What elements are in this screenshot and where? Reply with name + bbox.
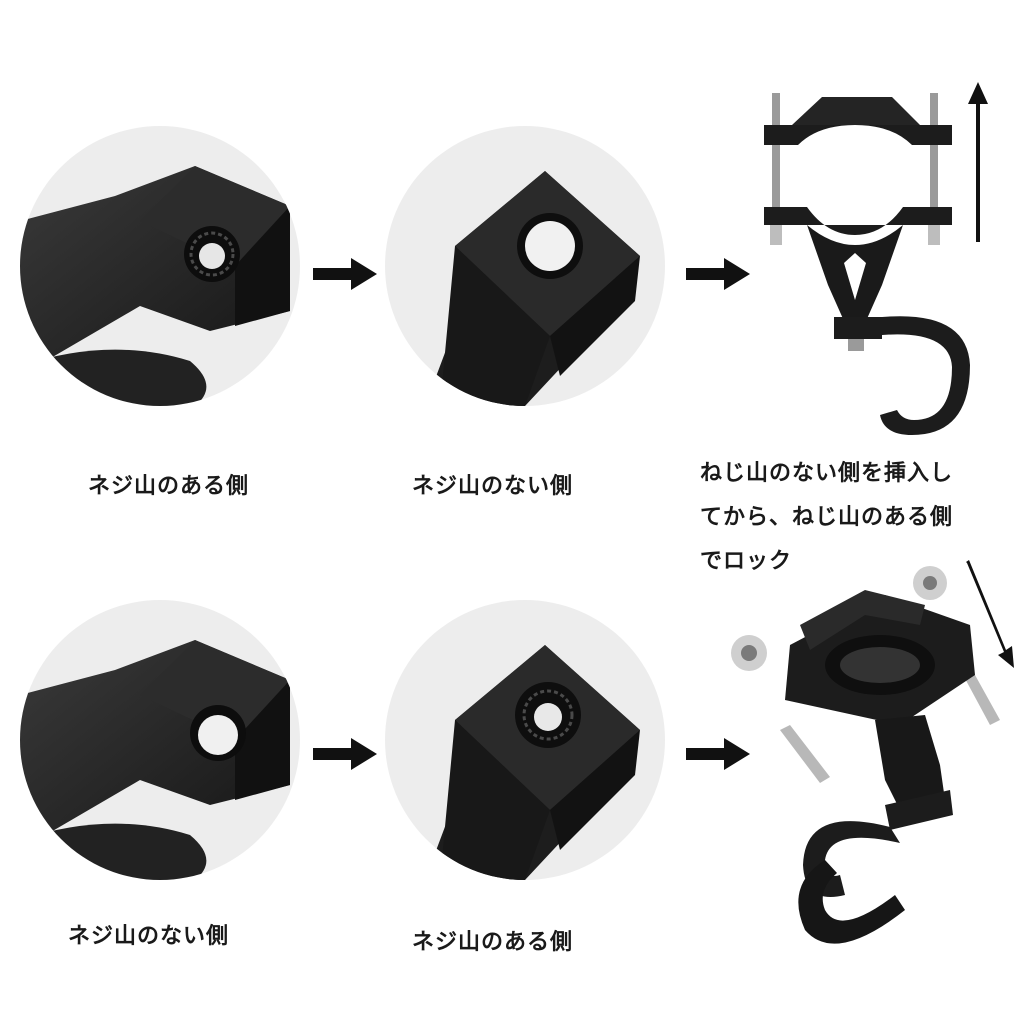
- installation-note-line: でロック: [700, 549, 793, 574]
- photo-unthreaded-side-bottom: [20, 600, 300, 880]
- photo-unthreaded-side-top: [385, 126, 665, 406]
- clamp-hook-assembled-view: [731, 566, 1000, 944]
- photo-threaded-side-top: [20, 126, 300, 406]
- down-right-arrow-icon: [966, 560, 1014, 668]
- caption-threaded-side-top: ネジ山のある側: [88, 474, 250, 499]
- photo-threaded-side-bottom: [385, 600, 665, 880]
- installation-note-line: てから、ねじ山のある側: [700, 505, 954, 530]
- caption-unthreaded-side-bottom: ネジ山のない側: [68, 924, 230, 949]
- installation-note: ねじ山のない側を挿入し てから、ねじ山のある側 でロック: [700, 452, 1010, 584]
- right-arrow-icon: [686, 258, 750, 290]
- right-arrow-icon: [686, 738, 750, 770]
- right-arrow-icon: [313, 738, 377, 770]
- right-arrow-icon: [313, 258, 377, 290]
- installation-note-line: ねじ山のない側を挿入し: [700, 461, 954, 486]
- caption-unthreaded-side-top: ネジ山のない側: [412, 474, 574, 499]
- clamp-hook-front-view: [764, 93, 970, 435]
- up-arrow-icon: [968, 82, 988, 242]
- caption-threaded-side-bottom: ネジ山のある側: [412, 930, 574, 955]
